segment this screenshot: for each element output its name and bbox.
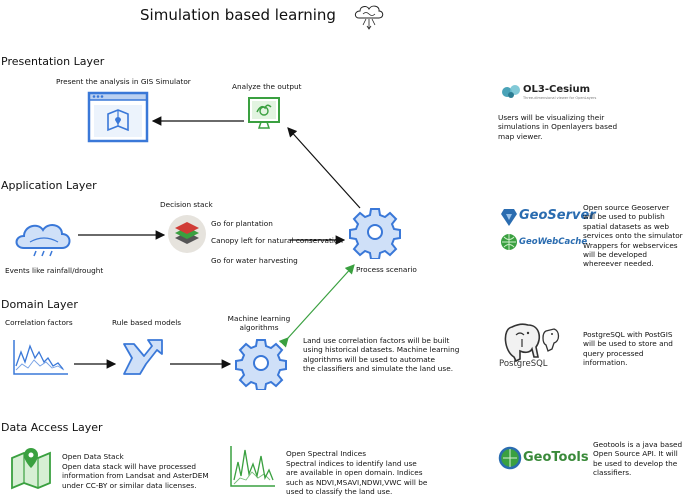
spectral-indices-title: Open Spectral Indices bbox=[286, 449, 366, 458]
gis-simulator-caption: Present the analysis in GIS Simulator bbox=[56, 77, 191, 86]
geotools-logo-text: GeoTools bbox=[523, 450, 589, 465]
branch-arrow-icon bbox=[123, 339, 163, 375]
decision-item-2: Canopy left for natural conservation bbox=[211, 236, 343, 245]
process-gear-icon bbox=[349, 208, 401, 259]
decision-stack-title: Decision stack bbox=[160, 200, 213, 209]
application-layer-heading: Application Layer bbox=[1, 179, 97, 192]
open-data-description: Open data stack will have processed info… bbox=[62, 462, 209, 490]
postgresql-description: PostgreSQL with PostGIS will be used to … bbox=[583, 330, 673, 368]
geotools-description: Geotools is a java based Open Source API… bbox=[593, 440, 683, 478]
data-access-layer-heading: Data Access Layer bbox=[1, 421, 103, 434]
spectral-chart-icon bbox=[230, 446, 275, 487]
map-pin-icon bbox=[11, 448, 51, 490]
analyze-output-caption: Analyze the output bbox=[232, 82, 302, 91]
spectral-indices-description: Spectral indices to identify land use ar… bbox=[286, 459, 428, 497]
ml-caption-line2: algorithms bbox=[239, 323, 279, 332]
geoserver-logo-text: GeoServer bbox=[519, 208, 596, 223]
geoserver-description: Open source Geoserver will be used to pu… bbox=[583, 203, 683, 269]
ol3-cesium-logo-text: OL3-Cesium bbox=[523, 84, 591, 95]
correlation-factors-caption: Correlation factors bbox=[5, 318, 73, 327]
geowebcache-logo-text: GeoWebCache bbox=[519, 237, 588, 247]
rain-cloud-icon bbox=[15, 224, 71, 257]
geoserver-logo-icon bbox=[501, 209, 517, 226]
line-chart-icon bbox=[13, 340, 68, 375]
ml-gear-icon bbox=[235, 339, 287, 390]
rule-based-models-caption: Rule based models bbox=[112, 318, 182, 327]
open-data-title: Open Data Stack bbox=[62, 452, 124, 461]
postgresql-elephant-icon bbox=[504, 323, 560, 363]
gis-simulator-window-icon bbox=[87, 91, 149, 143]
decision-item-3: Go for water harvesting bbox=[211, 256, 298, 265]
ml-description: Land use correlation factors will be bui… bbox=[303, 336, 460, 374]
monitor-analysis-icon bbox=[248, 97, 280, 129]
process-scenario-caption: Process scenario bbox=[356, 265, 417, 274]
geotools-logo-icon bbox=[498, 446, 522, 470]
ol3-cesium-tagline: Three-dimensional viewer for OpenLayers bbox=[523, 96, 597, 100]
geowebcache-logo-icon bbox=[501, 234, 517, 250]
postgresql-logo-text: PostgreSQL bbox=[499, 359, 548, 369]
arrow-process-to-analyze bbox=[287, 127, 361, 209]
ol3-cesium-description: Users will be visualizing their simulati… bbox=[498, 113, 618, 141]
presentation-layer-heading: Presentation Layer bbox=[1, 55, 105, 68]
ml-caption-line1: Machine learning bbox=[227, 314, 291, 323]
events-caption: Events like rainfall/drought bbox=[5, 266, 104, 275]
decision-stack-icon bbox=[168, 215, 206, 253]
page-title: Simulation based learning bbox=[140, 6, 336, 24]
domain-layer-heading: Domain Layer bbox=[1, 298, 78, 311]
arrow-ml-process-link bbox=[278, 264, 355, 348]
decision-item-1: Go for plantation bbox=[211, 219, 273, 228]
ol3-cesium-logo-icon bbox=[502, 85, 520, 98]
brain-cloud-icon bbox=[354, 5, 384, 30]
